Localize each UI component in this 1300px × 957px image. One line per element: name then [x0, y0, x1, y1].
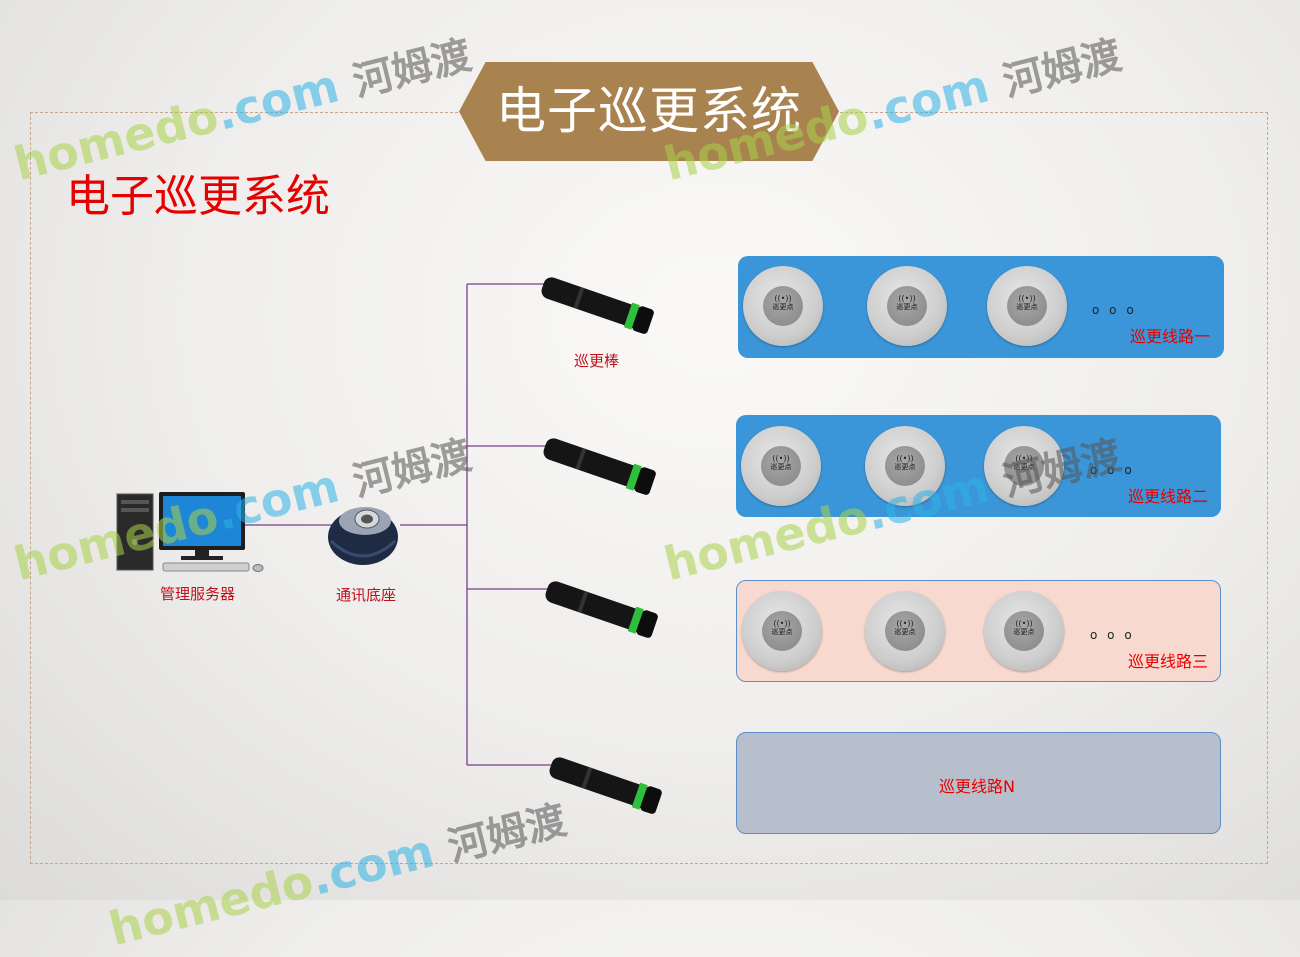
more-dots: o o o: [1090, 463, 1135, 477]
route-label-2: 巡更线路二: [1128, 487, 1209, 506]
route-label-1: 巡更线路一: [1130, 327, 1211, 346]
checkpoint-label: 巡更点: [1013, 463, 1035, 471]
checkpoint-label: 巡更点: [1016, 303, 1038, 311]
checkpoint: ((•))巡更点: [867, 266, 947, 346]
base-station-icon: [328, 507, 398, 565]
checkpoint: ((•))巡更点: [743, 266, 823, 346]
diagram-subtitle: 电子巡更系统: [66, 171, 330, 222]
title-banner: [459, 62, 839, 161]
computer-icon: [116, 492, 264, 572]
rfid-icon: ((•)): [1018, 294, 1036, 303]
checkpoint: ((•))巡更点: [984, 591, 1064, 671]
patrol-wand-4: [549, 757, 662, 814]
checkpoint-label: 巡更点: [771, 628, 793, 636]
rfid-icon: ((•)): [1015, 454, 1033, 463]
patrol-wand-2: [543, 438, 656, 495]
base-label: 通讯底座: [336, 586, 397, 604]
checkpoint: ((•))巡更点: [984, 426, 1064, 506]
checkpoint-label: 巡更点: [894, 463, 916, 471]
checkpoint: ((•))巡更点: [987, 266, 1067, 346]
communication-base: [325, 497, 403, 569]
server-computer: [115, 490, 265, 575]
patrol-wand-3: [545, 581, 658, 638]
route-box-3: ((•))巡更点 ((•))巡更点 ((•))巡更点 o o o 巡更线路三: [736, 580, 1221, 682]
more-dots: o o o: [1090, 628, 1135, 642]
route-box-2: ((•))巡更点 ((•))巡更点 ((•))巡更点 o o o 巡更线路二: [736, 415, 1221, 517]
checkpoint-label: 巡更点: [896, 303, 918, 311]
checkpoint-label: 巡更点: [894, 628, 916, 636]
rfid-icon: ((•)): [774, 294, 792, 303]
checkpoint: ((•))巡更点: [742, 591, 822, 671]
banner-title: 电子巡更系统: [496, 82, 802, 140]
checkpoint-label: 巡更点: [1013, 628, 1035, 636]
patrol-wand-1: [541, 277, 654, 334]
route-box-1: ((•))巡更点 ((•))巡更点 ((•))巡更点 o o o 巡更线路一: [738, 256, 1224, 358]
rfid-icon: ((•)): [772, 454, 790, 463]
more-dots: o o o: [1092, 303, 1137, 317]
server-label: 管理服务器: [160, 585, 236, 603]
rfid-icon: ((•)): [896, 619, 914, 628]
checkpoint: ((•))巡更点: [741, 426, 821, 506]
checkpoint-label: 巡更点: [772, 303, 794, 311]
checkpoint: ((•))巡更点: [865, 426, 945, 506]
rfid-icon: ((•)): [898, 294, 916, 303]
checkpoint: ((•))巡更点: [865, 591, 945, 671]
wand-label: 巡更棒: [574, 352, 620, 370]
connector-lines: [244, 283, 553, 766]
route-box-n: 巡更线路N: [736, 732, 1221, 834]
rfid-icon: ((•)): [773, 619, 791, 628]
route-label-3: 巡更线路三: [1128, 652, 1209, 671]
checkpoint-label: 巡更点: [770, 463, 792, 471]
rfid-icon: ((•)): [896, 454, 914, 463]
route-label-n: 巡更线路N: [939, 777, 1015, 796]
rfid-icon: ((•)): [1015, 619, 1033, 628]
